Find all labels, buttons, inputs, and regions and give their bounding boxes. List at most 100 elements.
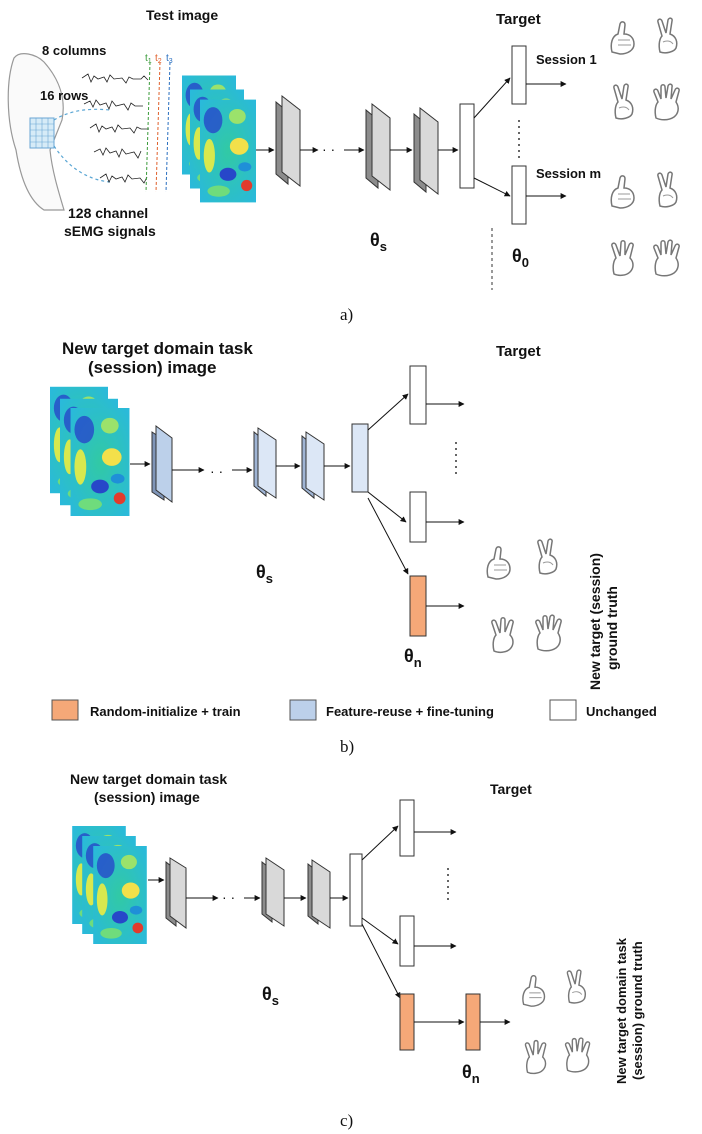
caption-a: a)	[340, 305, 353, 324]
gt-b-line1: New target (session)	[587, 553, 603, 690]
gesture-b-v-icon	[536, 538, 558, 575]
heatmap-stack	[182, 75, 256, 203]
heatmap-stack-c	[72, 826, 147, 944]
conv-block-a2	[365, 102, 391, 192]
conv-block-a3	[413, 106, 439, 196]
theta-n-b: θn	[404, 646, 422, 670]
t3-marker	[165, 61, 171, 193]
gesture-images-c	[522, 969, 591, 1075]
heatmap-b-3	[70, 408, 130, 516]
gesture-four-icon	[653, 83, 680, 121]
gt-c-line2: (session) ground truth	[630, 941, 645, 1080]
arrow-a7	[473, 177, 511, 197]
signals-line1: 128 channel	[68, 205, 148, 221]
t2-marker	[155, 61, 161, 193]
gesture-c-three-icon	[524, 1039, 547, 1075]
target-label-b: Target	[496, 343, 541, 360]
test-image-label: Test image	[146, 7, 218, 23]
t1-label: t1	[145, 53, 152, 65]
gesture-images-a	[610, 17, 680, 277]
gesture-c-four-icon	[564, 1037, 591, 1073]
electrode-link-bottom	[53, 145, 111, 183]
gt-b-line2: ground truth	[604, 586, 620, 670]
ground-truth-label-c: New target domain task (session) ground …	[614, 937, 645, 1084]
head-b2	[409, 491, 427, 543]
signals-line2: sEMG signals	[64, 223, 156, 239]
panel-a: Test image 8 columns 16 rows t1 t2 t3 12…	[7, 7, 680, 324]
caption-b: b)	[340, 737, 354, 756]
fc-layer-c	[349, 853, 363, 927]
t2-label: t2	[155, 53, 162, 65]
session1-head	[511, 45, 527, 105]
ellipsis-b: · ·	[210, 463, 223, 479]
gesture-c-thumb-icon	[522, 974, 546, 1007]
title-c-line2: (session) image	[94, 789, 200, 805]
gesture-v2-icon	[613, 83, 634, 120]
heatmap-frame-3	[200, 99, 256, 203]
gesture-three-icon	[611, 239, 634, 277]
fc-layer-a	[459, 103, 475, 189]
conv-block-b2	[253, 427, 277, 499]
conv-block-c3	[307, 859, 331, 929]
target-label-a: Target	[496, 11, 541, 28]
legend: Random-initialize + train Feature-reuse …	[51, 699, 657, 721]
legend-swatch-random	[51, 699, 79, 721]
target-label-c: Target	[490, 781, 532, 797]
gt-c-line1: New target domain task	[614, 937, 629, 1084]
rows-label: 16 rows	[40, 88, 88, 103]
head-c-new2	[465, 993, 481, 1051]
gesture-four2-icon	[653, 239, 680, 277]
gesture-b-three-icon	[490, 616, 515, 654]
caption-c: c)	[340, 1111, 353, 1130]
ground-truth-label-b: New target (session) ground truth	[587, 553, 620, 690]
conv-block-a1	[275, 94, 301, 188]
ellipsis-a: · ·	[322, 141, 335, 157]
title-b-line1: New target domain task	[62, 339, 253, 358]
head-c1	[399, 799, 415, 857]
ellipsis-c: · ·	[222, 889, 235, 905]
session1-label: Session 1	[536, 52, 597, 67]
title-c-line1: New target domain task	[70, 771, 227, 787]
conv-block-b3	[301, 431, 325, 501]
head-c-new1	[399, 993, 415, 1051]
semg-signal-traces	[81, 73, 149, 184]
t3-label: t3	[166, 53, 173, 65]
arrow-a6	[473, 77, 511, 119]
theta-s-a: θs	[370, 230, 387, 254]
t1-marker	[145, 61, 151, 193]
arrow-b7	[367, 491, 407, 523]
sessionm-label: Session m	[536, 166, 601, 181]
conv-block-c1	[165, 857, 187, 929]
head-b-new	[409, 575, 427, 637]
legend-swatch-unchanged	[549, 699, 577, 721]
legend-reuse-label: Feature-reuse + fine-tuning	[326, 704, 494, 719]
gesture-c-v-icon	[566, 969, 587, 1004]
legend-random-label: Random-initialize + train	[90, 704, 241, 719]
sessionm-head	[511, 165, 527, 225]
fc-layer-b	[351, 423, 369, 493]
theta-s-b: θs	[256, 562, 273, 586]
gesture-b-four-icon	[534, 614, 563, 652]
head-c2	[399, 915, 415, 967]
panel-c: New target domain task (session) image T…	[70, 771, 645, 1130]
legend-swatch-reuse	[289, 699, 317, 721]
arrow-c6	[361, 825, 399, 861]
arrow-c7	[361, 917, 399, 945]
gesture-b-thumb-icon	[486, 545, 511, 580]
theta-s-c: θs	[262, 984, 279, 1008]
theta-n-c: θn	[462, 1062, 480, 1086]
conv-block-c2	[261, 857, 285, 927]
theta-0-a: θ0	[512, 246, 529, 270]
heatmap-stack-b	[50, 386, 130, 516]
arrow-b6	[367, 393, 409, 431]
columns-label: 8 columns	[42, 43, 106, 58]
panel-b: New target domain task (session) image T…	[50, 339, 657, 756]
conv-block-b1	[151, 425, 173, 503]
head-b1	[409, 365, 427, 425]
title-b-line2: (session) image	[88, 358, 217, 377]
legend-unchanged-label: Unchanged	[586, 704, 657, 719]
arm-sketch-icon	[7, 53, 65, 211]
gesture-images-b	[486, 538, 563, 654]
arrow-b8	[367, 497, 409, 575]
